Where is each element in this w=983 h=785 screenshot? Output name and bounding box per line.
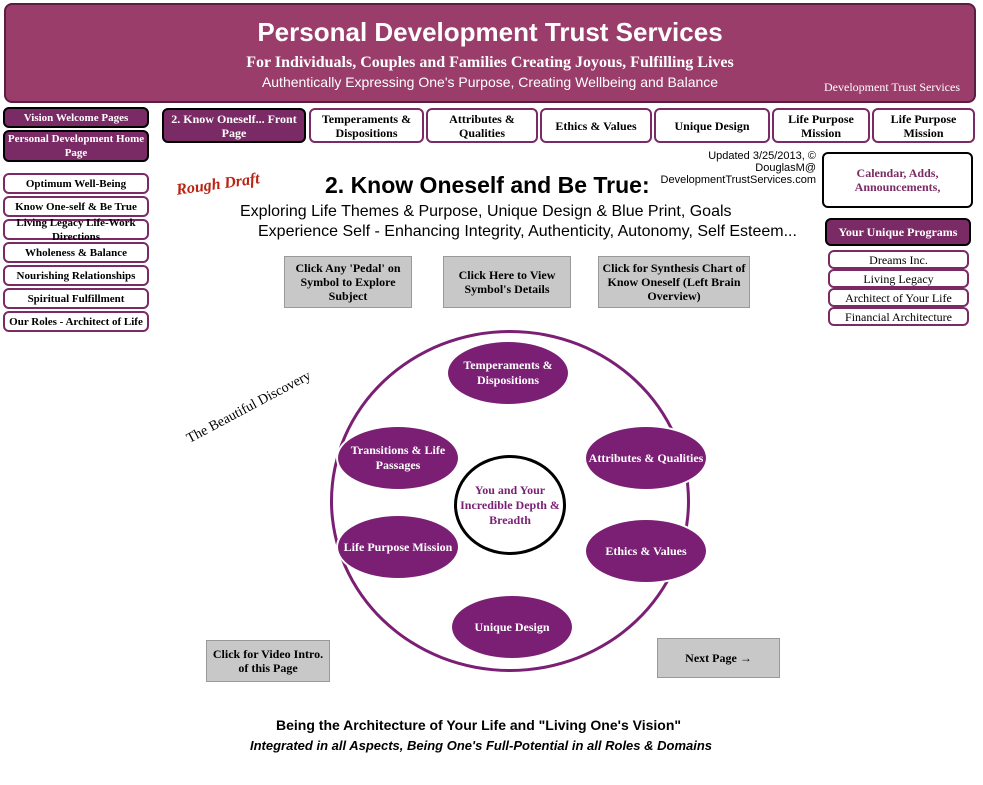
- updated-note: Updated 3/25/2013, © DouglasM@ Developme…: [660, 150, 816, 186]
- left-nav-8[interactable]: Our Roles - Architect of Life: [3, 311, 149, 332]
- calendar-button[interactable]: Calendar, Adds, Announcements,: [822, 152, 973, 208]
- next-page-button[interactable]: Next Page →: [657, 638, 780, 678]
- tab-2[interactable]: Attributes & Qualities: [426, 108, 538, 143]
- program-3[interactable]: Financial Architecture: [828, 307, 969, 326]
- sub-heading-1: Exploring Life Themes & Purpose, Unique …: [240, 203, 732, 220]
- center-you: You and Your Incredible Depth & Breadth: [454, 455, 566, 555]
- left-nav-3[interactable]: Know One-self & Be True: [3, 196, 149, 217]
- sub-heading-2: Experience Self - Enhancing Integrity, A…: [258, 223, 797, 240]
- left-nav-5[interactable]: Wholeness & Balance: [3, 242, 149, 263]
- page-title: 2. Know Oneself and Be True:: [325, 172, 650, 198]
- tagline: For Individuals, Couples and Families Cr…: [246, 54, 734, 71]
- petal-1[interactable]: Attributes & Qualities: [584, 425, 708, 491]
- beautiful-discovery: The Beautiful Discovery: [184, 368, 314, 447]
- symbol-circle: [330, 330, 690, 672]
- tab-4[interactable]: Unique Design: [654, 108, 770, 143]
- subtitle: Authentically Expressing One's Purpose, …: [261, 74, 719, 90]
- left-nav-0[interactable]: Vision Welcome Pages: [3, 107, 149, 128]
- synthesis-chart-button[interactable]: Click for Synthesis Chart of Know Onesel…: [598, 256, 750, 308]
- left-nav-2[interactable]: Optimum Well-Being: [3, 173, 149, 194]
- footer-line-2: Integrated in all Aspects, Being One's F…: [250, 738, 713, 753]
- tab-1[interactable]: Temperaments & Dispositions: [309, 108, 424, 143]
- explore-button[interactable]: Click Any 'Pedal' on Symbol to Explore S…: [284, 256, 412, 308]
- rough-draft: Rough Draft: [175, 170, 261, 199]
- program-1[interactable]: Living Legacy: [828, 269, 969, 288]
- left-nav-7[interactable]: Spiritual Fulfillment: [3, 288, 149, 309]
- tab-3[interactable]: Ethics & Values: [540, 108, 652, 143]
- left-nav-6[interactable]: Nourishing Relationships: [3, 265, 149, 286]
- petal-2[interactable]: Ethics & Values: [584, 518, 708, 584]
- symbol-details-button[interactable]: Click Here to View Symbol's Details: [443, 256, 571, 308]
- your-unique-programs[interactable]: Your Unique Programs: [825, 218, 971, 246]
- tab-5[interactable]: Life Purpose Mission: [772, 108, 870, 143]
- program-2[interactable]: Architect of Your Life: [828, 288, 969, 307]
- footer-line-1: Being the Architecture of Your Life and …: [276, 717, 682, 733]
- logo-text: Development Trust Services: [824, 80, 960, 94]
- tab-6[interactable]: Life Purpose Mission: [872, 108, 975, 143]
- program-0[interactable]: Dreams Inc.: [828, 250, 969, 269]
- left-nav-4[interactable]: Living Legacy Life-Work Directions: [3, 217, 149, 243]
- petal-3[interactable]: Unique Design: [450, 594, 574, 660]
- petal-4[interactable]: Life Purpose Mission: [336, 514, 460, 580]
- petal-0[interactable]: Temperaments & Dispositions: [446, 340, 570, 406]
- site-title: Personal Development Trust Services: [257, 17, 723, 47]
- left-nav-1[interactable]: Personal Development Home Page: [3, 130, 149, 162]
- petal-5[interactable]: Transitions & Life Passages: [336, 425, 460, 491]
- tab-0[interactable]: 2. Know Oneself... Front Page: [162, 108, 306, 143]
- video-intro-button[interactable]: Click for Video Intro. of this Page: [206, 640, 330, 682]
